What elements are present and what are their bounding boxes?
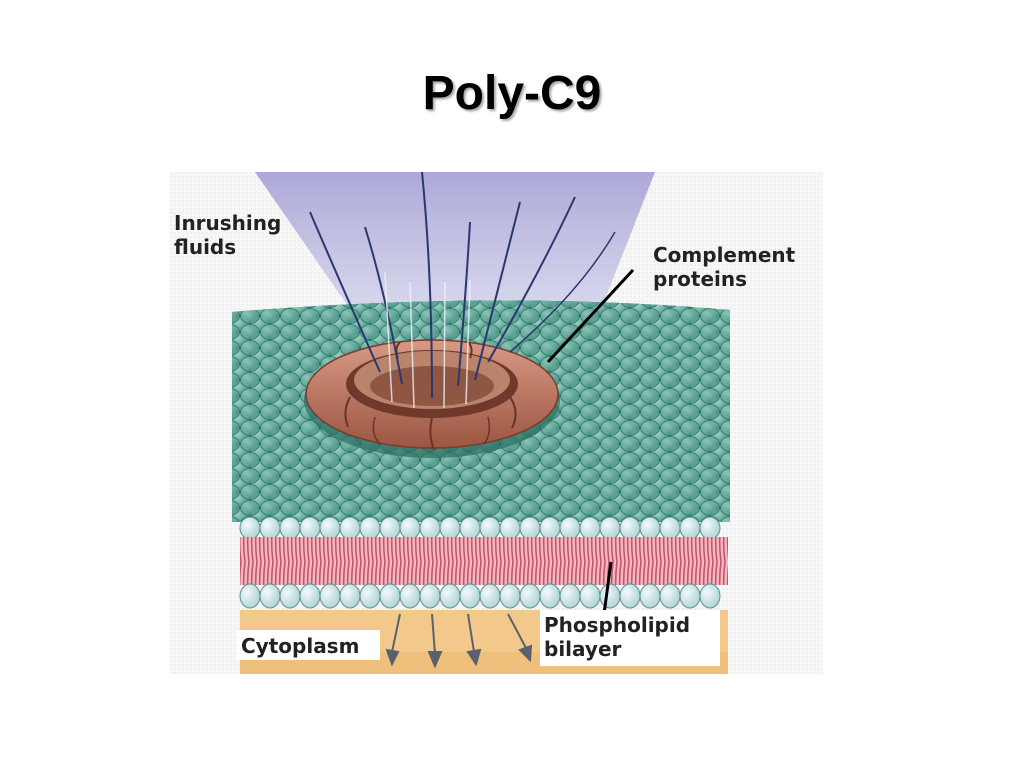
label-inrushing-line2: fluids [174,235,236,259]
phospholipid-label-box [540,610,720,666]
phospholipid-leader-line [602,561,613,615]
phospholipid-head [379,583,401,609]
fluid-flow-lines [309,172,616,409]
phospholipid-head [679,516,701,540]
inner-leaflet-heads [239,583,721,609]
phospholipid-head [479,583,501,609]
phospholipid-head [439,516,461,540]
phospholipid-head [479,516,501,540]
phospholipid-head [539,583,561,609]
phospholipid-head [699,516,721,540]
phospholipid-head [559,516,581,540]
phospholipid-head [299,516,321,540]
efflux-arrows [385,613,533,669]
phospholipid-head [519,516,541,540]
phospholipid-head [299,583,321,609]
phospholipid-head [599,583,621,609]
phospholipid-head [319,516,341,540]
phospholipid-head [579,583,601,609]
label-cytoplasm: Cytoplasm [241,634,359,658]
phospholipid-head [279,516,301,540]
phospholipid-head [439,583,461,609]
label-phospholipid-line1: Phospholipid [544,613,690,637]
complement-leader-line [546,268,635,364]
phospholipid-head [459,516,481,540]
phospholipid-head [639,583,661,609]
cytoplasm-label-box [236,630,380,660]
phospholipid-head [679,583,701,609]
phospholipid-head [659,516,681,540]
phospholipid-head [539,516,561,540]
lipid-tails-region [240,537,728,585]
phospholipid-head [499,516,521,540]
phospholipid-head [619,516,641,540]
outer-leaflet-heads [239,516,721,540]
phospholipid-head [459,583,481,609]
label-phospholipid-line2: bilayer [544,637,622,661]
phospholipid-head [579,516,601,540]
label-complement-line2: proteins [653,267,747,291]
phospholipid-head [239,583,261,609]
phospholipid-head [379,516,401,540]
phospholipid-head [499,583,521,609]
phospholipid-head [659,583,681,609]
phospholipid-head [319,583,341,609]
phospholipid-head [259,516,281,540]
phospholipid-head [399,516,421,540]
phospholipid-head [339,516,361,540]
label-complement-line1: Complement [653,243,796,267]
phospholipid-head [699,583,721,609]
phospholipid-head [419,516,441,540]
phospholipid-head [279,583,301,609]
phospholipid-head [519,583,541,609]
phospholipid-head [619,583,641,609]
phospholipid-head [359,583,381,609]
slide-title: Poly-C9 [422,67,602,120]
phospholipid-head [359,516,381,540]
phospholipid-head [419,583,441,609]
poly-c9-diagram: Inrushing fluids Complement proteins Cyt… [170,172,823,674]
phospholipid-head [399,583,421,609]
phospholipid-head [339,583,361,609]
label-inrushing-line1: Inrushing [174,211,281,235]
phospholipid-head [239,516,261,540]
phospholipid-head [259,583,281,609]
phospholipid-head [559,583,581,609]
phospholipid-head [639,516,661,540]
phospholipid-head [599,516,621,540]
